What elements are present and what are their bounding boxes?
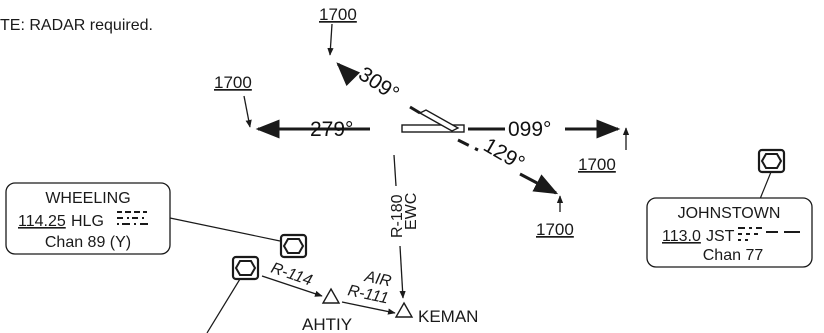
vortac-icon xyxy=(279,233,308,259)
vortac-icon xyxy=(757,148,786,174)
wheeling-ident: HLG xyxy=(71,213,104,230)
morse-code-icon xyxy=(117,211,148,225)
fix-ahtiy-label: AHTIY xyxy=(302,315,352,333)
course-309-path-a xyxy=(409,105,421,115)
vortac-leader-line xyxy=(206,278,241,333)
morse-code-icon xyxy=(738,227,800,241)
radial-ewc-label-2: EWC xyxy=(403,193,420,230)
triangle-fix-icon xyxy=(394,301,414,318)
altitude-label-top: 1700 xyxy=(319,5,357,24)
wheeling-leader-line xyxy=(169,217,281,242)
johnstown-frequency: 113.0 xyxy=(662,228,701,245)
fix-keman-label: KEMAN xyxy=(418,307,478,326)
wheeling-frequency: 114.25 xyxy=(18,213,66,230)
radial-r114-line xyxy=(261,275,323,297)
radial-r114-label: R-114 xyxy=(269,260,315,290)
triangle-fix-icon xyxy=(321,287,341,304)
johnstown-channel: Chan 77 xyxy=(703,247,764,264)
radial-ewc-line-upper xyxy=(393,154,397,187)
altitude-label-southeast: 1700 xyxy=(536,220,574,239)
radial-air-line xyxy=(341,301,396,315)
course-129-path-a xyxy=(457,138,479,152)
altitude-leader-west xyxy=(243,95,252,128)
radar-note: TE: RADAR required. xyxy=(0,17,153,34)
johnstown-navaid-box: JOHNSTOWN 113.0 JST Chan 77 xyxy=(646,197,813,268)
radial-ewc-line-lower xyxy=(399,245,406,299)
wheeling-channel: Chan 89 (Y) xyxy=(45,234,131,251)
wheeling-name: WHEELING xyxy=(45,190,130,207)
wheeling-navaid-box: WHEELING 114.25 HLG Chan 89 (Y) xyxy=(5,182,171,255)
heading-279: 279° xyxy=(310,118,353,141)
aircraft-icon xyxy=(401,109,465,133)
radial-ewc-label-1: R-180 xyxy=(389,194,406,238)
course-309-path-b xyxy=(336,62,361,87)
heading-309: 309° xyxy=(354,62,403,105)
course-129-path-b xyxy=(519,172,559,195)
altitude-label-west: 1700 xyxy=(214,73,252,92)
altitude-leader-top xyxy=(327,23,334,56)
altitude-label-east: 1700 xyxy=(578,155,616,174)
heading-099: 099° xyxy=(508,118,551,141)
johnstown-name: JOHNSTOWN xyxy=(678,205,781,222)
johnstown-ident: JST xyxy=(706,228,735,245)
vortac-icon xyxy=(231,255,260,281)
radial-air-label-1: AIR xyxy=(362,268,393,290)
johnstown-leader-line xyxy=(759,171,772,200)
